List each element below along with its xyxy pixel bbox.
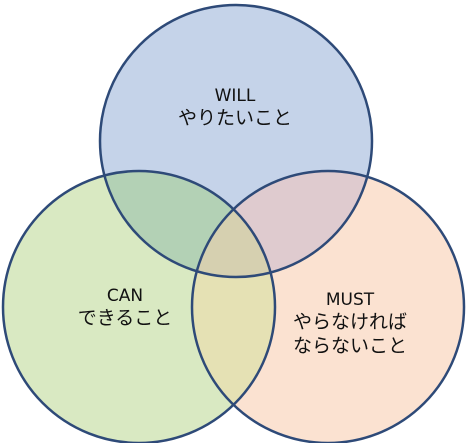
will-must-overlap <box>192 171 372 277</box>
must-title: MUST <box>325 290 375 310</box>
can-label: CAN できること <box>50 286 200 331</box>
must-subtitle-line1: やらなければ <box>292 311 407 334</box>
will-circle-outline <box>98 3 374 279</box>
can-subtitle: できること <box>77 307 173 330</box>
must-circle-outline <box>190 169 466 443</box>
will-can-overlap <box>100 171 275 277</box>
will-subtitle: やりたいこと <box>177 107 292 130</box>
must-subtitle-line2: ならないこと <box>292 335 407 357</box>
can-title: CAN <box>106 286 144 306</box>
will-title: WILL <box>214 86 256 106</box>
can-circle-outline <box>1 169 277 443</box>
must-label: MUST やらなければ ならないこと <box>250 290 450 359</box>
will-label: WILL やりたいこと <box>150 86 320 131</box>
